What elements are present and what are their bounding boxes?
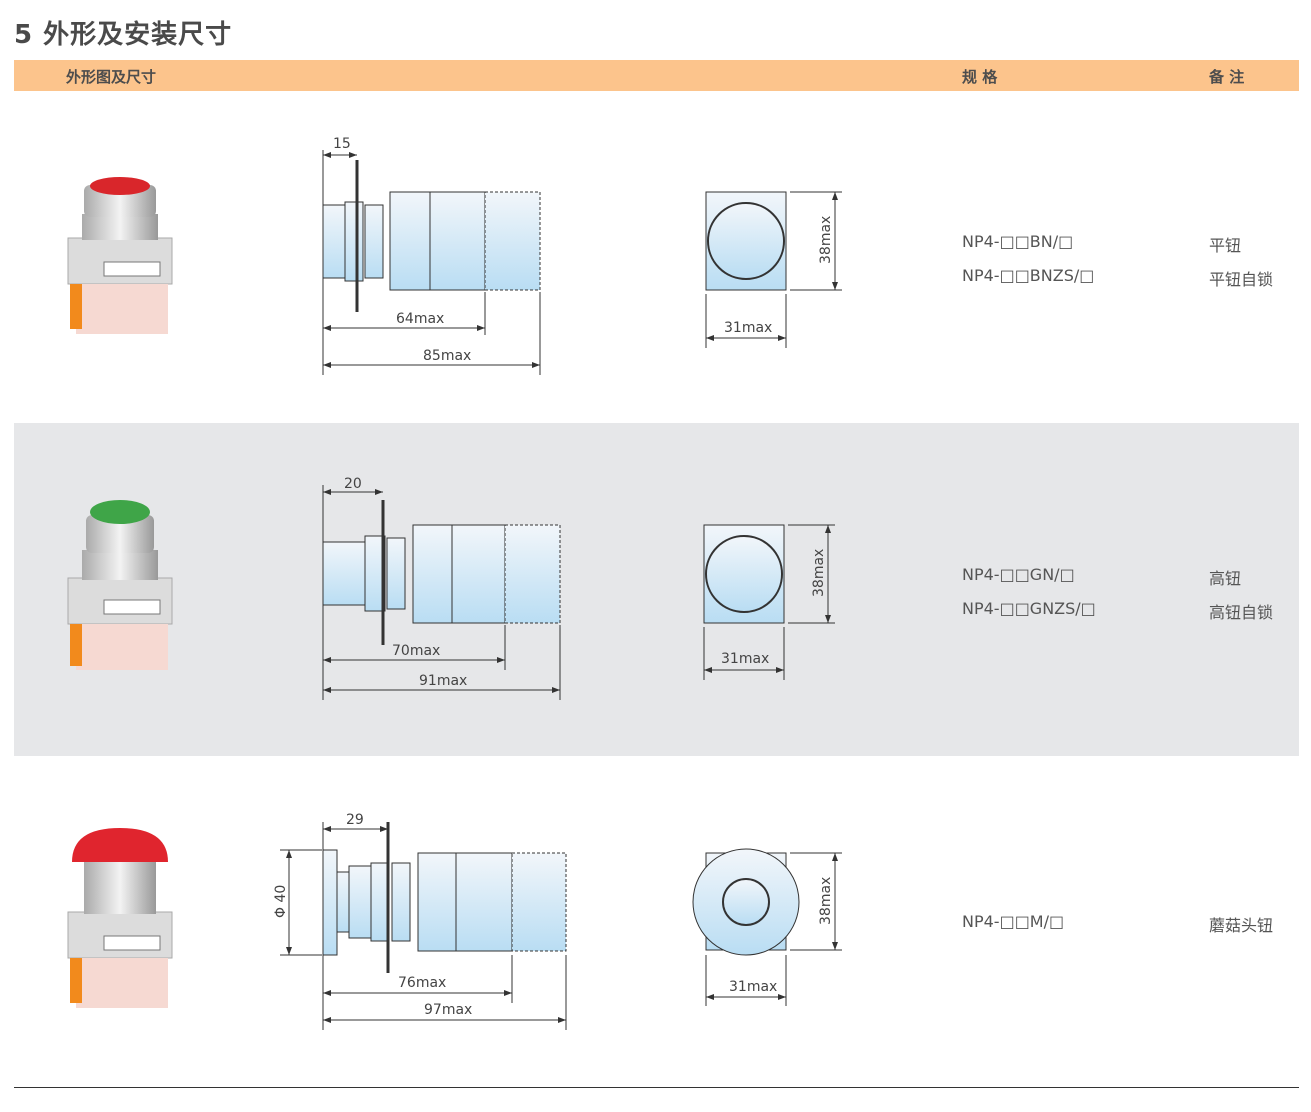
dim-height-3: 38max bbox=[818, 877, 834, 925]
front-view-drawing-3 bbox=[692, 848, 842, 1006]
bottom-divider bbox=[14, 1087, 1299, 1088]
spec-model: NP4-□□BNZS/□ bbox=[962, 266, 1095, 285]
spec-remark: 高钮自锁 bbox=[1209, 603, 1274, 622]
header-remark: 备 注 bbox=[1209, 68, 1245, 86]
spec-model: NP4-□□M/□ bbox=[962, 912, 1065, 931]
dim-panel-2: 20 bbox=[344, 476, 362, 492]
dim-height-1: 38max bbox=[818, 216, 834, 264]
section-title: 5 外形及安装尺寸 bbox=[14, 20, 233, 50]
dim-total-2: 91max bbox=[419, 673, 467, 689]
table-header: 外形图及尺寸 规 格 备 注 bbox=[14, 60, 1299, 91]
dim-total-1: 85max bbox=[423, 348, 471, 364]
dim-panel-3: 29 bbox=[346, 812, 364, 828]
product-photo-mushroom-button bbox=[67, 828, 173, 1008]
spec-remark: 蘑菇头钮 bbox=[1209, 916, 1274, 935]
front-view-drawing-1 bbox=[705, 191, 842, 348]
dim-width-2: 31max bbox=[721, 651, 769, 667]
product-photo-high-button bbox=[67, 500, 173, 670]
header-spec: 规 格 bbox=[962, 68, 998, 86]
dim-panel-1: 15 bbox=[333, 136, 351, 152]
dim-diameter-3: Φ 40 bbox=[273, 885, 289, 918]
product-photo-flat-button bbox=[67, 177, 173, 334]
dim-inner-3: 76max bbox=[398, 975, 446, 991]
dim-inner-1: 64max bbox=[396, 311, 444, 327]
dim-total-3: 97max bbox=[424, 1002, 472, 1018]
side-view-drawing-2 bbox=[322, 485, 561, 700]
spec-model: NP4-□□GN/□ bbox=[962, 565, 1075, 584]
spec-model: NP4-□□BN/□ bbox=[962, 232, 1074, 251]
dim-height-2: 38max bbox=[811, 549, 827, 597]
side-view-drawing-1 bbox=[322, 150, 541, 375]
dim-width-3: 31max bbox=[729, 979, 777, 995]
dim-width-1: 31max bbox=[724, 320, 772, 336]
header-dimensions: 外形图及尺寸 bbox=[66, 68, 157, 86]
front-view-drawing-2 bbox=[703, 524, 835, 680]
dim-inner-2: 70max bbox=[392, 643, 440, 659]
spec-remark: 平钮 bbox=[1209, 236, 1242, 255]
spec-remark: 高钮 bbox=[1209, 569, 1242, 588]
side-view-drawing-3 bbox=[280, 822, 567, 1030]
row-background bbox=[14, 423, 1299, 756]
spec-remark: 平钮自锁 bbox=[1209, 270, 1274, 289]
spec-model: NP4-□□GNZS/□ bbox=[962, 599, 1096, 618]
